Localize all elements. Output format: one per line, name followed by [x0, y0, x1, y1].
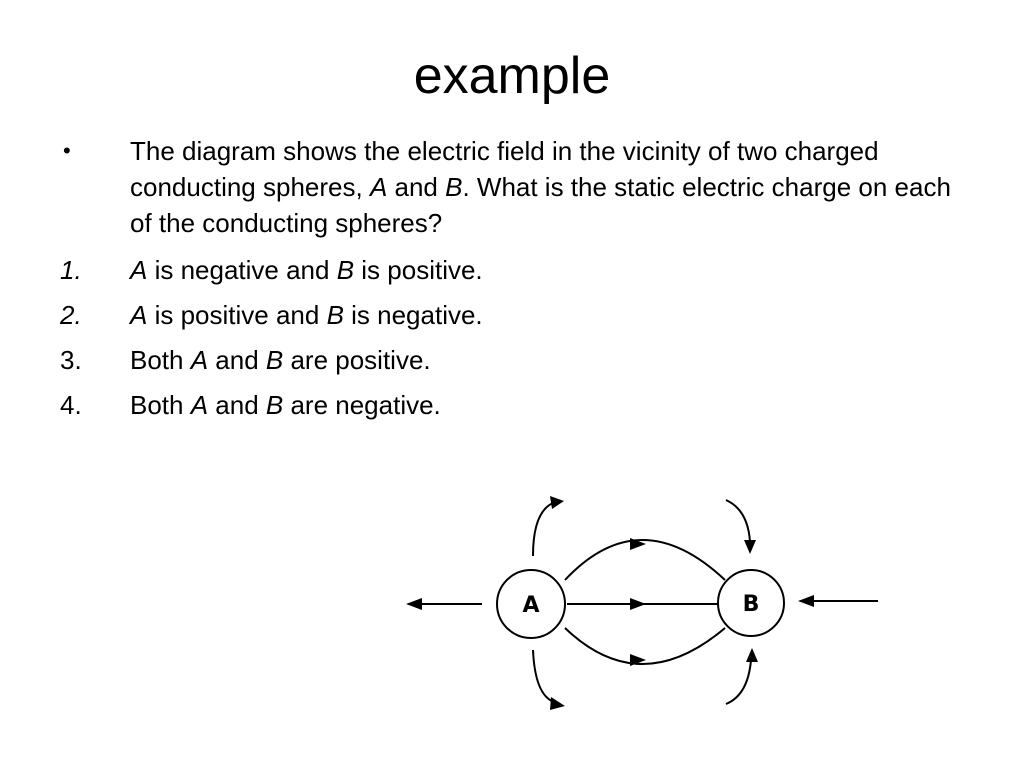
option-number: 2.	[60, 300, 82, 330]
option-text: A is positive and B is negative.	[130, 297, 960, 333]
option-text-part: is positive and	[147, 300, 327, 330]
option-text-part: is negative.	[343, 300, 483, 330]
option-number: 1.	[60, 255, 82, 285]
sphere-b-ref: B	[265, 345, 284, 375]
option-number: 3.	[60, 345, 82, 375]
question-text-part: and	[387, 172, 446, 202]
field-arrowhead-a-bottom	[550, 697, 565, 710]
field-arrowhead-lower	[630, 654, 646, 666]
field-arrowhead-right	[798, 595, 814, 607]
field-arrowhead-center	[630, 598, 646, 610]
sphere-b-ref: B	[445, 172, 463, 202]
field-arrowhead-b-bottom	[746, 648, 758, 662]
option-text-part: is negative and	[147, 255, 337, 285]
sphere-a-ref: A	[130, 300, 148, 330]
sphere-b-ref: B	[326, 300, 344, 330]
option-text: Both A and B are negative.	[130, 387, 960, 423]
sphere-a-ref: A	[369, 172, 388, 202]
field-arrowhead-upper	[630, 538, 646, 550]
sphere-a	[496, 569, 566, 639]
field-arrowhead-b-top	[744, 540, 756, 554]
option-text-part: and	[208, 345, 266, 375]
sphere-b-ref: B	[265, 390, 284, 420]
sphere-b	[717, 569, 785, 637]
field-line-b-bottom	[725, 659, 752, 705]
option-text-part: Both	[130, 345, 191, 375]
field-arrowhead-a-top	[550, 496, 564, 509]
sphere-b-label: B	[743, 592, 760, 617]
option-text: Both A and B are positive.	[130, 342, 960, 378]
question-text-part: The diagram shows the electric field in …	[130, 136, 879, 202]
option-text-part: are positive.	[283, 345, 431, 375]
field-arrowhead-left	[406, 598, 422, 610]
option-text: A is negative and B is positive.	[130, 252, 960, 288]
sphere-a-ref: A	[130, 255, 148, 285]
option-text-part: is positive.	[354, 255, 483, 285]
option-text-part: are negative.	[283, 390, 441, 420]
option-number: 4.	[60, 390, 82, 420]
field-line-a-top	[532, 502, 554, 557]
field-line-upper-arc	[564, 539, 726, 581]
option-text-part: Both	[130, 390, 191, 420]
option-text-part: and	[208, 390, 266, 420]
question-text-part: . What is the static electric charge on …	[130, 172, 951, 238]
sphere-a-ref: A	[190, 345, 209, 375]
field-line-b-top	[725, 499, 751, 543]
bullet-marker: •	[63, 138, 71, 163]
electric-field-diagram: A B	[406, 496, 878, 710]
field-line-lower-arc	[564, 627, 726, 665]
sphere-a-ref: A	[190, 390, 209, 420]
sphere-a-label: A	[522, 593, 539, 618]
slide-title: example	[413, 47, 611, 105]
field-line-a-bottom	[532, 649, 555, 703]
sphere-b-ref: B	[336, 255, 355, 285]
question-text: The diagram shows the electric field in …	[130, 133, 960, 241]
